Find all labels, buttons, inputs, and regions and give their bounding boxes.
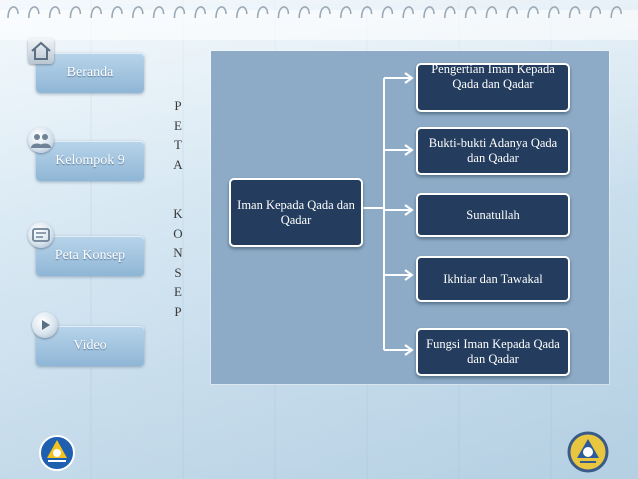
spiral-ring xyxy=(132,6,144,19)
vertical-label-peta: P E T A xyxy=(170,96,186,174)
connector-arrow-2 xyxy=(384,144,414,156)
spiral-ring xyxy=(90,6,102,19)
spiral-ring xyxy=(152,6,165,19)
concept-child-node-3[interactable]: Sunatullah xyxy=(416,193,570,237)
concept-child-label-4: Ikhtiar dan Tawakal xyxy=(443,271,543,286)
concept-child-node-2[interactable]: Bukti-bukti Adanya Qada dan Qadar xyxy=(416,127,570,175)
spiral-ring xyxy=(485,6,498,19)
spiral-ring xyxy=(111,6,123,19)
concept-child-node-4[interactable]: Ikhtiar dan Tawakal xyxy=(416,256,570,302)
concept-child-node-5[interactable]: Fungsi Iman Kepada Qada dan Qadar xyxy=(416,328,570,376)
spiral-ring xyxy=(277,6,290,19)
spiral-ring xyxy=(28,6,40,19)
vertical-letter: E xyxy=(174,117,182,133)
nav-kelompok-label: Kelompok 9 xyxy=(55,153,125,168)
play-icon xyxy=(32,312,58,338)
spiral-ring xyxy=(69,6,82,19)
vertical-letter: T xyxy=(174,137,182,153)
spiral-ring xyxy=(173,6,186,19)
nav-peta-konsep-label: Peta Konsep xyxy=(54,248,126,263)
concept-child-node-1[interactable]: Pengertian Iman Kepada Qada dan Qadar xyxy=(416,63,570,112)
concept-child-label-3: Sunatullah xyxy=(466,207,520,222)
vertical-letter: E xyxy=(174,284,182,300)
spiral-ring xyxy=(215,6,227,19)
spiral-ring xyxy=(423,6,435,19)
spiral-ring xyxy=(444,6,456,19)
vertical-letter: P xyxy=(174,98,182,113)
concept-root-node[interactable]: Iman Kepada Qada dan Qadar xyxy=(229,178,363,247)
spiral-ring xyxy=(194,6,206,19)
spiral-ring xyxy=(381,6,394,19)
nav-peta-konsep-button[interactable]: Peta Konsep xyxy=(36,236,144,276)
vertical-letter: A xyxy=(173,156,183,172)
vertical-letter: S xyxy=(174,264,182,280)
spiral-ring xyxy=(464,6,477,19)
spiral-ring xyxy=(527,6,539,19)
concept-child-label-2: Bukti-bukti Adanya Qada dan Qadar xyxy=(428,136,558,165)
nav-kelompok-button[interactable]: Kelompok 9 xyxy=(36,141,144,181)
spiral-ring xyxy=(298,6,310,19)
nav-beranda-button[interactable]: Beranda xyxy=(36,53,144,93)
spiral-ring xyxy=(256,6,269,19)
spiral-ring xyxy=(610,6,622,19)
connector-arrow-1 xyxy=(384,72,414,84)
spiral-ring xyxy=(319,6,331,19)
group-icon xyxy=(28,127,54,153)
notebook-spiral-decoration xyxy=(7,6,622,19)
vertical-letter: N xyxy=(173,245,183,261)
spiral-ring xyxy=(568,6,581,19)
vertical-label-konsep: K O N S E P xyxy=(170,204,186,322)
spiral-ring xyxy=(48,6,61,19)
connector-arrow-5 xyxy=(384,344,414,356)
vertical-letter: O xyxy=(173,225,183,241)
spiral-ring xyxy=(360,6,373,19)
spiral-ring xyxy=(236,6,248,19)
vertical-letter: P xyxy=(174,303,182,319)
nav-video-label: Video xyxy=(73,338,107,353)
nav-beranda-label: Beranda xyxy=(66,65,114,80)
connector-arrow-4 xyxy=(384,269,414,281)
vertical-letter: K xyxy=(173,206,183,221)
connector-arrow-3 xyxy=(384,204,414,216)
spiral-ring xyxy=(548,6,560,19)
notebook-paper-strip xyxy=(0,10,638,40)
map-icon xyxy=(28,222,54,248)
spiral-ring xyxy=(7,6,19,19)
spiral-ring xyxy=(402,6,414,19)
school-emblem-logo xyxy=(567,431,609,473)
concept-root-label: Iman Kepada Qada dan Qadar xyxy=(237,197,355,227)
spiral-ring xyxy=(589,6,602,19)
concept-child-label-5: Fungsi Iman Kepada Qada dan Qadar xyxy=(426,337,560,366)
tut-wuri-handayani-logo xyxy=(39,435,75,471)
home-icon xyxy=(28,38,54,64)
spiral-ring xyxy=(506,6,518,19)
spiral-ring xyxy=(340,6,352,19)
concept-child-label-1: Pengertian Iman Kepada Qada dan Qadar xyxy=(431,63,555,91)
